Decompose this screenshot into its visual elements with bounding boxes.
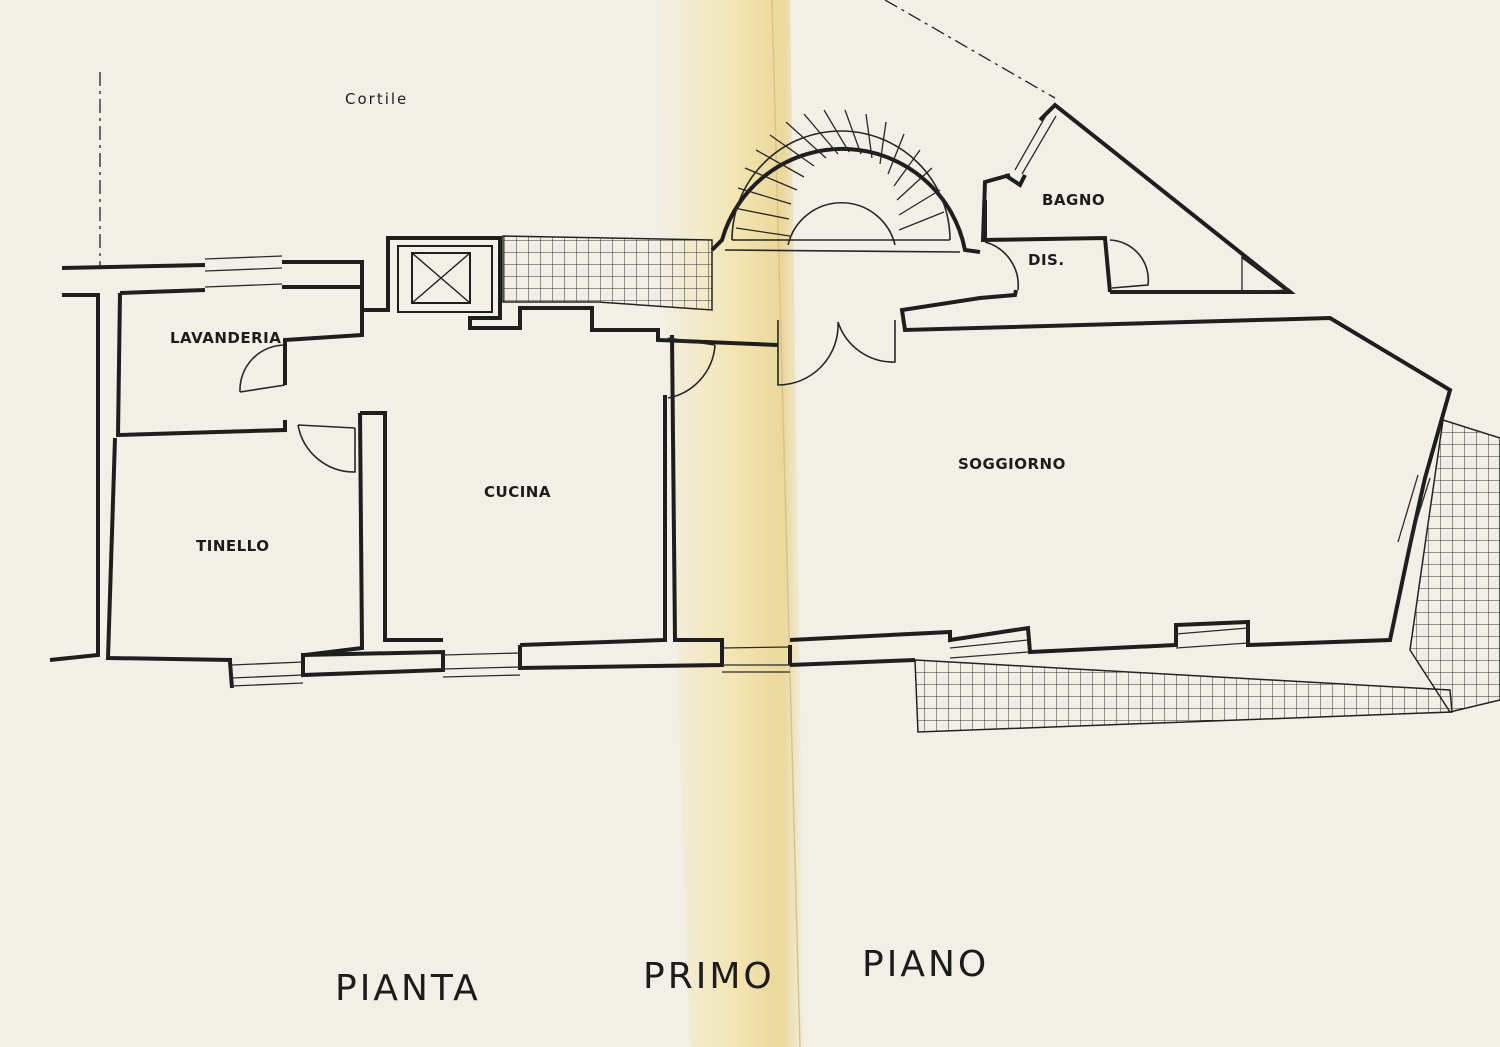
title-word-piano: PIANO: [862, 944, 989, 985]
room-label-disimpegno: DIS.: [1028, 251, 1065, 269]
paper-fold-crease: [771, 0, 801, 1047]
door-swings: [239, 239, 1150, 473]
room-label-bagno: BAGNO: [1042, 191, 1105, 209]
terrace-east: [1409, 419, 1500, 713]
walls: [49, 102, 1453, 689]
room-label-cucina: CUCINA: [484, 483, 551, 501]
spiral-staircase: [710, 109, 981, 254]
room-label-soggiorno: SOGGIORNO: [958, 455, 1066, 473]
room-label-tinello: TINELLO: [196, 537, 269, 555]
courtyard-boundary: [99, 0, 1056, 268]
title-word-pianta: PIANTA: [335, 968, 481, 1009]
terraces: [502, 235, 1500, 733]
courtyard-label: Cortile: [345, 90, 408, 108]
room-label-lavanderia: LAVANDERIA: [170, 329, 281, 347]
windows: [204, 111, 1431, 687]
terrace-north: [502, 235, 713, 311]
title-word-primo: PRIMO: [643, 956, 775, 997]
